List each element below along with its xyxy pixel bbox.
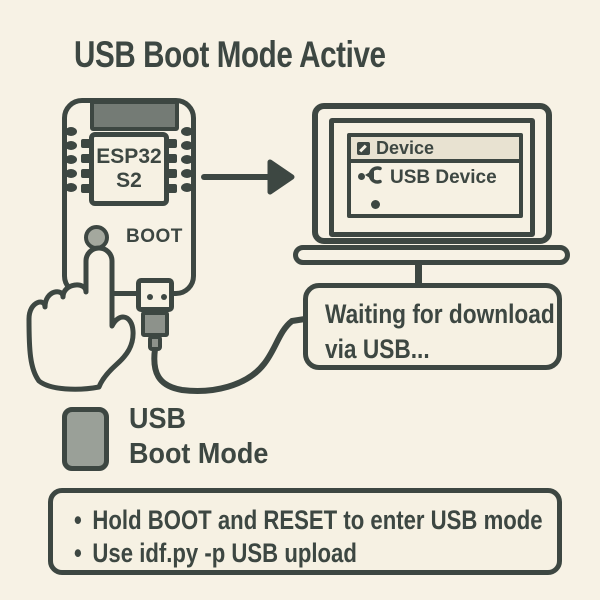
bullet-icon: •	[74, 505, 82, 535]
instruction-text: Hold BOOT and RESET to enter USB mode	[92, 505, 543, 535]
window-glyph-icon	[357, 141, 370, 155]
usb-plug-shaft	[141, 311, 169, 337]
boot-button-label: BOOT	[126, 226, 183, 247]
code-text: idf.py	[139, 538, 199, 568]
pad-dot	[65, 155, 77, 164]
pad-dot	[65, 127, 77, 136]
chip-pin	[81, 169, 91, 178]
status-dot	[371, 200, 380, 209]
chip-label-line1: ESP32	[96, 145, 162, 168]
instruction-item: • Hold BOOT and RESET to enter USB mode	[74, 504, 543, 537]
chip-pin	[167, 184, 177, 193]
usb-mode-badge	[62, 407, 109, 471]
pad-dot	[65, 169, 77, 178]
boot-button	[84, 225, 109, 250]
page-title: USB Boot Mode Active	[74, 34, 386, 75]
pad-dot	[181, 141, 193, 150]
pad-dot	[65, 141, 77, 150]
status-line-2: via USB...	[325, 334, 430, 364]
esp32-chip: ESP32 S2	[89, 132, 169, 206]
mode-label-line1: USB	[129, 403, 186, 435]
chip-label-line2: S2	[116, 169, 142, 192]
chip-pin	[167, 169, 177, 178]
instructions-box: • Hold BOOT and RESET to enter USB mode •…	[48, 488, 562, 575]
chip-pin	[81, 139, 91, 148]
pad-dot	[181, 127, 193, 136]
bullet-icon: •	[74, 538, 82, 568]
usb-device-row: USB Device	[351, 159, 519, 214]
pad-dot	[65, 183, 77, 192]
status-bubble: Waiting for download via USB...	[303, 283, 562, 370]
antenna-module	[90, 100, 179, 131]
instruction-text: Use idf.py -p USB upload	[92, 538, 357, 568]
pad-dot	[181, 169, 193, 178]
laptop-stand	[415, 263, 422, 285]
usb-plug-nub	[148, 335, 162, 351]
pad-dot	[181, 183, 193, 192]
pad-dot	[181, 155, 193, 164]
device-window-title: Device	[376, 137, 435, 158]
usb-device-icon	[365, 166, 382, 184]
usb-device-label: USB Device	[390, 167, 497, 188]
instruction-item: • Use idf.py -p USB upload	[74, 537, 470, 570]
chip-pin	[167, 139, 177, 148]
device-window-titlebar: Device	[351, 137, 519, 163]
plug-contact-dot	[161, 294, 167, 300]
chip-pin	[167, 154, 177, 163]
device-window: Device USB Device	[347, 133, 523, 218]
plug-contact-dot	[147, 294, 153, 300]
chip-pin	[81, 154, 91, 163]
usb-plug-head	[136, 278, 174, 312]
mode-label-line2: Boot Mode	[129, 438, 269, 470]
chip-pin	[81, 184, 91, 193]
bullet-dot	[358, 173, 365, 180]
mode-badge-label: USB Boot Mode	[129, 402, 268, 472]
status-line-1: Waiting for download	[325, 299, 555, 329]
laptop-base	[293, 245, 570, 265]
